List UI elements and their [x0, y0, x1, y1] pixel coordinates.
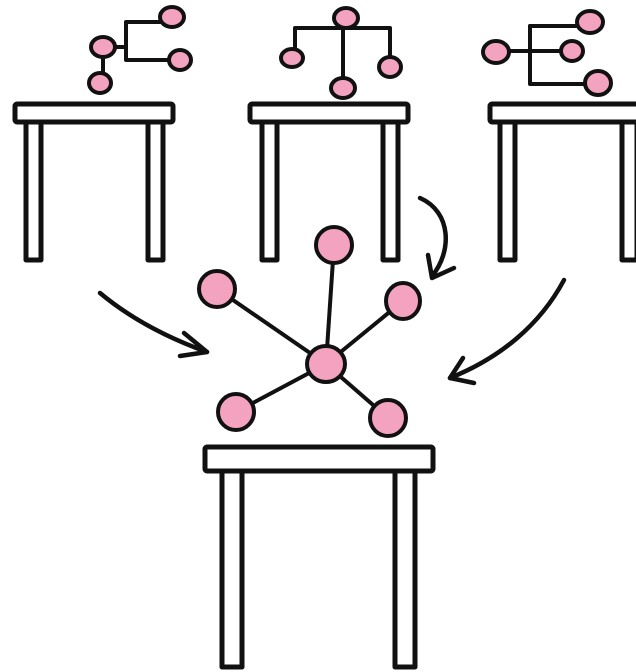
node-edge: [124, 45, 182, 62]
table-big: [202, 444, 436, 670]
table-left: [12, 101, 176, 263]
table-left-top: [12, 101, 176, 125]
node-circle: [197, 269, 237, 309]
node-circle: [305, 344, 347, 384]
node-circle: [384, 281, 422, 321]
arrow-stroke: [447, 355, 477, 386]
node-circle: [575, 9, 605, 35]
node-circle: [377, 55, 403, 79]
node-circle: [332, 6, 360, 30]
arrow-stroke: [425, 252, 457, 281]
table-big-leg-left: [219, 468, 245, 670]
arrow-right: [447, 277, 567, 386]
table-right-leg-right: [619, 119, 636, 263]
node-circle: [583, 69, 613, 97]
table-middle-leg-right: [380, 119, 401, 263]
table-middle-leg-left: [259, 119, 280, 263]
table-left-leg-left: [23, 119, 44, 263]
table-big-top: [202, 444, 436, 474]
small-molecule-icon: [481, 9, 613, 97]
node-edge: [341, 26, 392, 68]
arrow-stroke: [97, 290, 210, 355]
node-circle: [279, 47, 305, 69]
node-circle: [481, 39, 511, 65]
node-circle: [559, 39, 585, 63]
arrow-left: [97, 290, 210, 359]
node-circle: [329, 76, 357, 100]
small-molecule-icon: [87, 5, 193, 95]
table-big-leg-right: [392, 468, 418, 670]
table-middle-top: [247, 101, 411, 125]
node-circle: [216, 392, 256, 432]
arrow-stroke: [417, 195, 448, 279]
node-edge: [215, 287, 328, 366]
arrow-stroke: [447, 277, 567, 381]
node-circle: [167, 48, 193, 72]
table-left-leg-right: [145, 119, 166, 263]
table-right-top: [487, 101, 636, 125]
arrow-middle: [417, 195, 457, 281]
node-circle: [89, 35, 117, 59]
table-right-leg-left: [497, 119, 518, 263]
node-circle: [368, 398, 408, 438]
node-circle: [87, 71, 113, 95]
node-edge: [528, 24, 599, 86]
arrow-stroke: [177, 330, 210, 359]
table-middle: [247, 101, 411, 263]
small-molecule-icon: [279, 6, 403, 100]
node-circle: [158, 5, 186, 29]
table-right: [487, 101, 636, 263]
node-circle: [314, 225, 354, 265]
star-network-icon: [197, 225, 422, 438]
